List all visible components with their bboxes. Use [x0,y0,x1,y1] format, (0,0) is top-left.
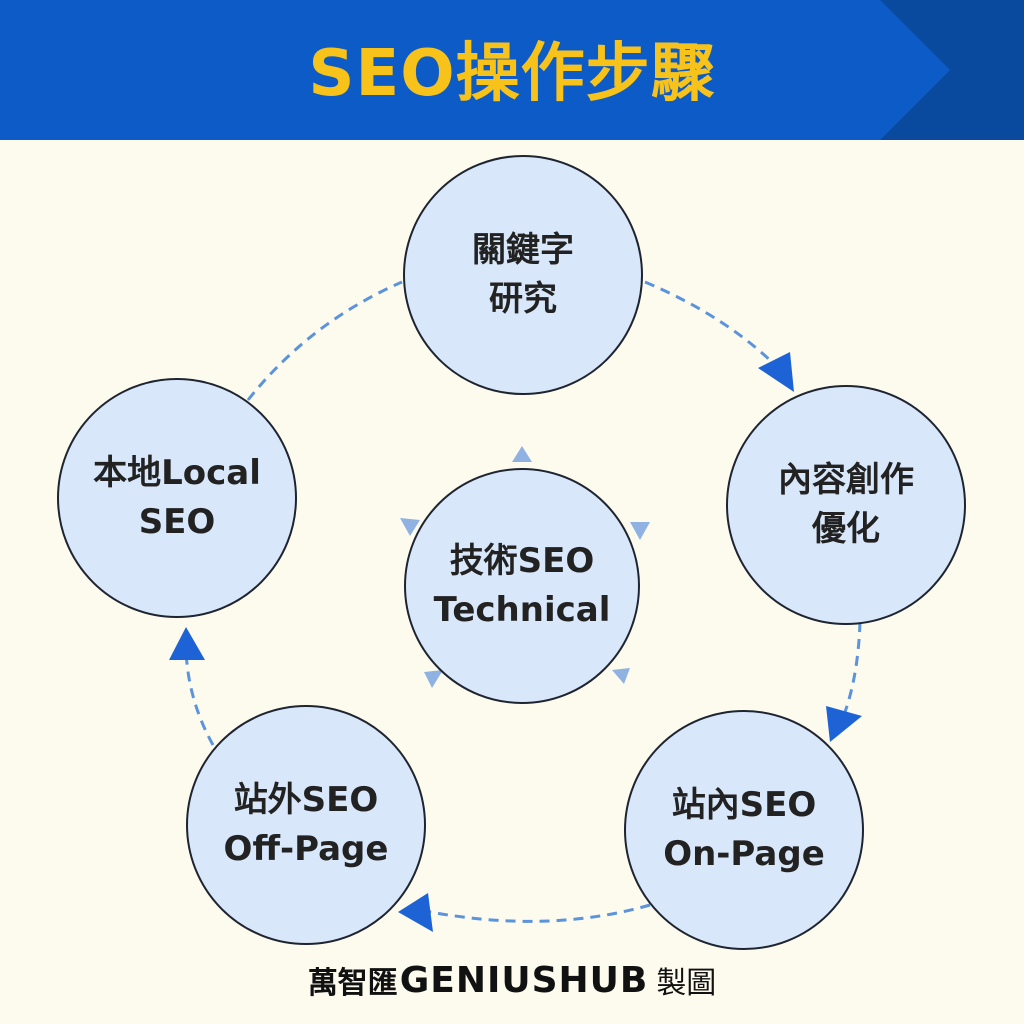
tech-arrow-lower-right [612,668,630,684]
node-onpage-seo: 站內SEO On-Page [624,710,864,950]
node-local-seo: 本地Local SEO [57,378,297,618]
connector-keyword-content [644,280,784,374]
node-keyword-research: 關鍵字 研究 [403,155,643,395]
arrow-to-content [758,352,794,392]
connector-offpage-local [184,649,215,746]
connector-content-onpage [840,621,862,721]
brand-name-english: GENIUSHUB [399,959,649,1001]
header-background [0,0,1024,140]
node-local-line1: 本地Local [93,452,261,493]
header-banner: SEO操作步驟 [0,0,1024,140]
page-title: SEO操作步驟 [308,37,716,111]
node-technical-line1: 技術SEO [449,540,595,581]
footer-credit: 萬智匯 GENIUSHUB 製圖 [0,955,1024,1005]
tech-arrow-top [512,446,532,462]
tech-arrow-upper-left [400,518,420,536]
node-offpage-line2: Off-Page [223,829,389,869]
node-technical-line2: Technical [433,590,611,630]
credit-suffix: 製圖 [656,966,717,1001]
node-technical-seo: 技術SEO Technical [404,468,640,704]
node-local-line2: SEO [138,502,216,542]
node-offpage-line1: 站外SEO [233,779,379,820]
brand-name-chinese: 萬智匯 [307,966,398,1001]
connector-local-keyword [246,280,403,401]
node-keyword-line1: 關鍵字 [472,229,574,270]
arrow-to-local [169,627,205,660]
node-content-line2: 優化 [812,509,880,549]
connector-onpage-offpage [419,903,651,923]
node-offpage-seo: 站外SEO Off-Page [186,705,426,945]
node-content-line1: 內容創作 [778,459,914,500]
arrow-to-onpage [826,706,862,742]
tech-arrow-upper-right [630,522,650,540]
arrow-to-offpage [398,893,433,932]
node-onpage-line1: 站內SEO [671,784,817,825]
node-onpage-line2: On-Page [663,834,825,874]
node-content-optimization: 內容創作 優化 [726,385,966,625]
node-keyword-line2: 研究 [489,279,557,319]
tech-arrow-lower-left [424,670,443,688]
